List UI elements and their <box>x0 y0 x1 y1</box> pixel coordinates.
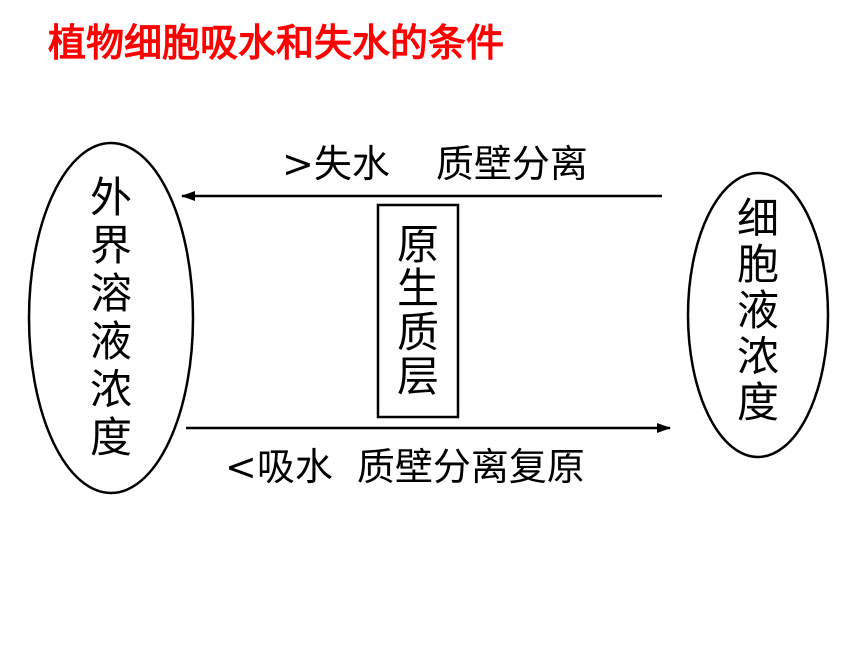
left-node-char: 度 <box>89 413 132 462</box>
right-node-char: 浓 <box>736 332 779 381</box>
top-arrow-result: 质壁分离 <box>435 142 588 186</box>
top-arrow-label: >失水 质壁分离 <box>282 145 588 183</box>
center-box-label: 原 生 质 层 <box>378 206 458 416</box>
left-node-label: 外 界 溶 液 浓 度 <box>66 168 156 468</box>
bottom-arrow-label: <吸水质壁分离复原 <box>225 448 585 486</box>
right-node-label: 细 胞 液 浓 度 <box>713 180 803 442</box>
left-node-char: 液 <box>89 317 132 366</box>
right-node-char: 细 <box>736 194 779 243</box>
left-node-char: 浓 <box>89 365 132 414</box>
left-node-char: 界 <box>89 221 132 270</box>
right-node-char: 度 <box>736 378 779 427</box>
center-box-char: 生 <box>396 264 439 313</box>
center-box-char: 原 <box>396 220 439 269</box>
center-box-char: 层 <box>396 352 439 401</box>
right-ellipse <box>686 171 830 459</box>
slide-title: 植物细胞吸水和失水的条件 <box>48 21 505 65</box>
right-node-char: 胞 <box>736 240 779 289</box>
left-ellipse <box>27 141 195 495</box>
left-node-char: 溶 <box>89 269 132 318</box>
center-box-char: 质 <box>396 308 439 357</box>
bottom-arrow-result: 质壁分离复原 <box>356 445 585 489</box>
right-node-char: 液 <box>736 286 779 335</box>
center-box <box>376 203 460 419</box>
left-node-char: 外 <box>89 173 132 222</box>
top-arrow-condition: >失水 <box>282 142 390 186</box>
bottom-arrow-condition: <吸水 <box>225 445 333 489</box>
